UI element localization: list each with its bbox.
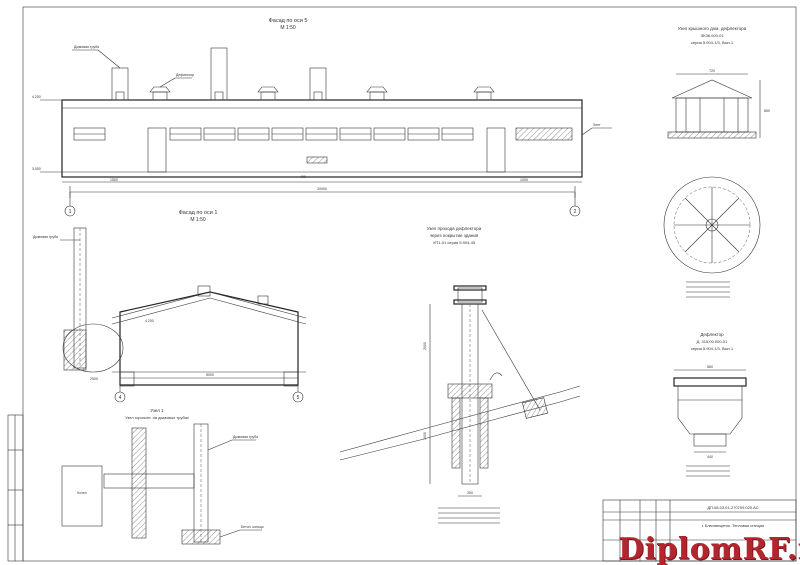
facade-1-elev: 4,200 bbox=[145, 319, 154, 323]
node-1-boiler: Котел bbox=[77, 491, 86, 495]
facade-5-dim-1: 1500 bbox=[110, 178, 118, 182]
deflector-dim-w3: 440 bbox=[707, 455, 713, 459]
facade-5-title: Фасад по оси 5 bbox=[269, 18, 308, 24]
facade-5-elev-left: 4,200 bbox=[32, 95, 41, 99]
pass-dim-h1: 2000 bbox=[423, 342, 427, 350]
facade-1-dim-left: 2500 bbox=[90, 377, 98, 381]
dome-title: Узел крышного дом. дефлектора bbox=[678, 26, 747, 31]
facade-1-scale: М 1:50 bbox=[190, 217, 206, 223]
pass-line2: через покрытие здания bbox=[430, 233, 479, 238]
facade-1-title: Фасад по оси 1 bbox=[179, 210, 218, 216]
deflector-ref: Д. 315.00.000-01 bbox=[697, 339, 729, 344]
sheet-frame bbox=[22, 6, 797, 562]
title-block-code: ДП.08.03.01-270709.020.АС bbox=[707, 505, 758, 510]
deflector-title: Дефлектор bbox=[700, 332, 724, 337]
pass-title: Узел прохода дефлектора bbox=[427, 226, 482, 231]
axis-bubble-4 bbox=[114, 391, 126, 403]
title-block-sheet: Лист bbox=[760, 556, 768, 560]
node-1-subtitle: Узел горизонт. на дымовых трубах bbox=[125, 415, 189, 420]
facade-5-callout-chimney: Дымовая труба bbox=[74, 45, 99, 49]
axis-bubble-2 bbox=[569, 205, 581, 217]
facade-5-dim-3: 1000 bbox=[520, 178, 528, 182]
facade-5-callout-umbrella: Зонт bbox=[593, 123, 601, 127]
deflector-dim-w: 560 bbox=[707, 365, 713, 369]
facade-5-elev-mid: 3,000 bbox=[32, 167, 41, 171]
svg-text:5: 5 bbox=[297, 395, 300, 401]
deflector-series: серия 5.904-1/3, Вып.1 bbox=[691, 346, 734, 351]
facade-5-view: Фасад по оси 5 М 1:50 bbox=[32, 18, 612, 217]
watermark-logo: DiplomRF.ru bbox=[618, 532, 800, 565]
svg-text:2: 2 bbox=[574, 209, 577, 215]
node-1-title: Узел 1 bbox=[150, 408, 164, 413]
dome-dim-h: 850 bbox=[764, 109, 770, 113]
facade-1-view: Фасад по оси 1 М 1:50 5000 2500 4,200 Ды… bbox=[33, 210, 307, 403]
title-block-name: г. Благовещенск. Тепловая станция bbox=[702, 524, 764, 528]
deflector-pass-view: Узел прохода дефлектора через покрытие з… bbox=[339, 226, 581, 524]
dome-dim-w: 720 bbox=[709, 69, 715, 73]
facade-1-dim-span: 5000 bbox=[206, 373, 214, 377]
dome-plan-circle bbox=[663, 176, 761, 274]
detail-circle-node-1 bbox=[62, 323, 124, 373]
axis-bubble-1 bbox=[64, 205, 76, 217]
pass-dim-h2: 1000 bbox=[423, 432, 427, 440]
dome-ref: ЭК38.000-01 bbox=[700, 33, 724, 38]
dome-deflector-view: Узел крышного дом. дефлектора ЭК38.000-0… bbox=[663, 26, 770, 298]
side-stamp bbox=[7, 414, 24, 562]
title-block: ДП.08.03.01-270709.020.АС г. Благовещенс… bbox=[602, 499, 797, 562]
pass-ref: УП1-01 серия 5.904-45 bbox=[433, 240, 476, 245]
node-1-callout-chimney: Дымовая труба bbox=[233, 435, 258, 439]
axis-bubble-5 bbox=[292, 391, 304, 403]
facade-1-callout-chimney: Дымовая труба bbox=[33, 235, 58, 239]
facade-5-dim-2: 400 bbox=[300, 175, 306, 179]
facade-5-scale: М 1:50 bbox=[280, 25, 296, 31]
node-1-callout-ring: Бетон. кольцо bbox=[241, 525, 264, 529]
pass-dim-w: 250 bbox=[467, 491, 473, 495]
facade-5-dim-overall: 20000 bbox=[317, 187, 327, 191]
svg-text:1: 1 bbox=[69, 209, 72, 215]
dome-series: серия 5.904-1/3, Вып.1 bbox=[691, 40, 734, 45]
svg-text:4: 4 bbox=[119, 395, 122, 401]
facade-5-callout-deflector: Дефлектор bbox=[176, 73, 194, 77]
node-1-view: Узел 1 Узел горизонт. на дымовых трубах … bbox=[61, 408, 264, 545]
deflector-view: Дефлектор Д. 315.00.000-01 серия 5.904-1… bbox=[673, 332, 747, 477]
